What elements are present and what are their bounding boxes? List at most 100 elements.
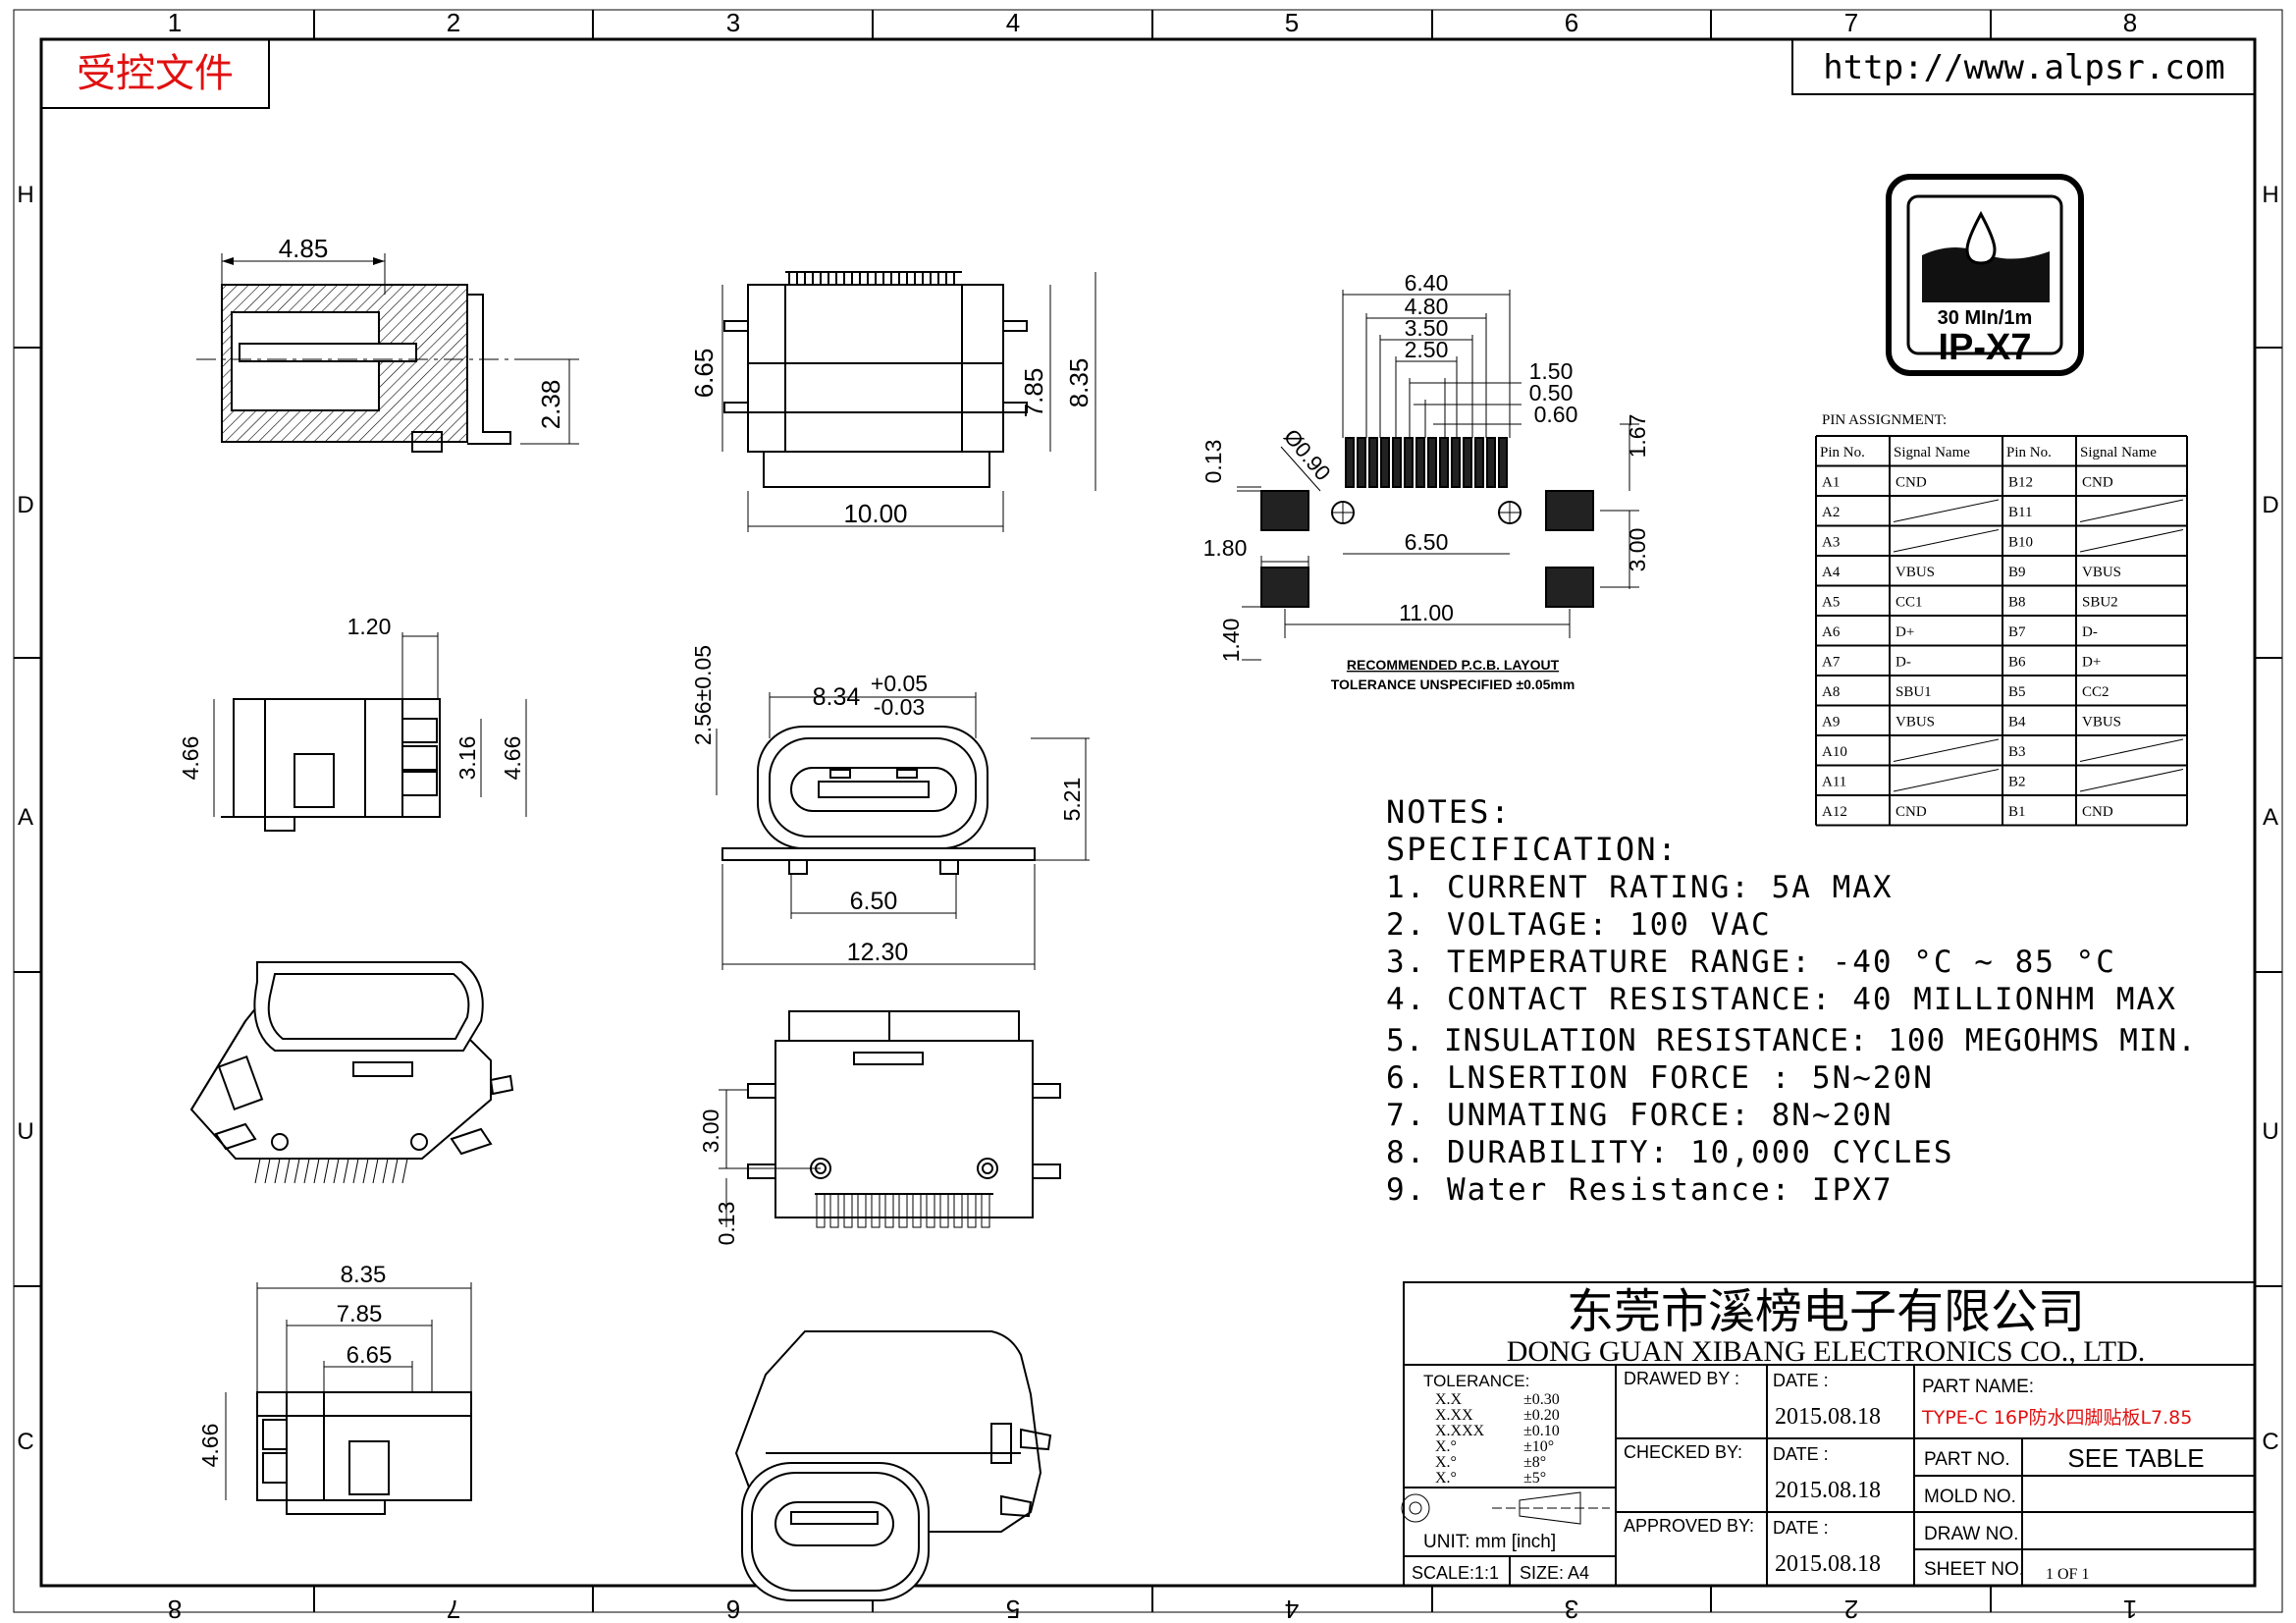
zone-top-2: 2 bbox=[447, 8, 460, 37]
tol-left-1: X.X bbox=[1435, 1391, 1463, 1408]
pin-table-header: Signal Name bbox=[2080, 445, 2157, 460]
pcb-layout-tolerance: TOLERANCE UNSPECIFIED ±0.05mm bbox=[1331, 676, 1575, 692]
tol-right-4: ±10° bbox=[1523, 1438, 1554, 1455]
drawn-by-label: DRAWED BY : bbox=[1624, 1369, 1739, 1388]
tolerance-label: TOLERANCE: bbox=[1423, 1372, 1529, 1390]
tol-left-3: X.XXX bbox=[1435, 1423, 1485, 1439]
zone-right-c: C bbox=[2262, 1429, 2278, 1455]
note-item-9: 9. Water Resistance: IPX7 bbox=[1386, 1172, 1894, 1208]
zone-left-h: H bbox=[17, 182, 33, 208]
pin-table-cell: A8 bbox=[1822, 684, 1840, 700]
dim-side-bottom-6.65: 6.65 bbox=[347, 1342, 393, 1369]
pin-table-cell: A3 bbox=[1822, 535, 1840, 551]
pcb-mount-pad-tl bbox=[1260, 490, 1309, 531]
pin-table-header: Signal Name bbox=[1894, 445, 1970, 460]
dim-mouth-5.21: 5.21 bbox=[1059, 778, 1085, 822]
dim-mouth-tol-minus: -0.03 bbox=[874, 694, 925, 720]
pin-table-cell: B10 bbox=[2008, 535, 2033, 551]
zone-top-5: 5 bbox=[1285, 8, 1299, 37]
pcb-mount-pad-tr bbox=[1545, 490, 1594, 531]
dim-pcb-1.80: 1.80 bbox=[1203, 535, 1248, 561]
dim-mouth-12.30: 12.30 bbox=[847, 939, 909, 966]
sheet-no-label: SHEET NO. bbox=[1924, 1559, 2024, 1580]
dim-front-8.35: 8.35 bbox=[1064, 358, 1094, 408]
url-box bbox=[1791, 38, 2256, 95]
notes-spec: SPECIFICATION: bbox=[1386, 831, 1679, 868]
part-no-value: SEE TABLE bbox=[2067, 1443, 2204, 1473]
pin-table-cell: B3 bbox=[2008, 744, 2026, 760]
pin-table-cell: B6 bbox=[2008, 655, 2026, 671]
mold-no-label: MOLD NO. bbox=[1924, 1487, 2016, 1507]
pcb-layout-view: 6.40 4.80 3.50 2.50 1.50 0.50 0.60 6.50 … bbox=[1201, 270, 1650, 692]
pin-table-cell: B12 bbox=[2008, 475, 2033, 491]
note-item-6: 6. LNSERTION FORCE : 5N~20N bbox=[1386, 1060, 1934, 1096]
checked-by-label: CHECKED BY: bbox=[1624, 1442, 1742, 1462]
dim-pcb-0.60: 0.60 bbox=[1534, 402, 1578, 427]
dim-pcb-3.50: 3.50 bbox=[1405, 315, 1449, 341]
badge-duration: 30 MIn/1m bbox=[1938, 307, 2033, 329]
tol-right-5: ±8° bbox=[1523, 1454, 1546, 1471]
dim-mouth-8.34: 8.34 bbox=[813, 683, 861, 711]
dim-side-bottom-4.66: 4.66 bbox=[197, 1424, 223, 1468]
date-label-1: DATE : bbox=[1773, 1371, 1829, 1390]
part-name-value: TYPE-C 16P防水四脚贴板L7.85 bbox=[1921, 1407, 2192, 1429]
pin-table-header: Pin No. bbox=[1820, 445, 1865, 460]
unit-label: UNIT: mm [inch] bbox=[1423, 1532, 1556, 1552]
stamp-text: 受控文件 bbox=[77, 51, 234, 96]
pin-table-cell: CC2 bbox=[2082, 684, 2109, 700]
dim-pcb-0.50: 0.50 bbox=[1529, 380, 1574, 406]
ipx7-badge: 30 MIn/1m IP-X7 bbox=[1886, 174, 2084, 376]
pin-table-cell: B1 bbox=[2008, 804, 2026, 820]
pin-table-cell: CND bbox=[2082, 804, 2113, 820]
note-item-7: 7. UNMATING FORCE: 8N~20N bbox=[1386, 1098, 1894, 1133]
pcb-mount-pad-br bbox=[1545, 567, 1594, 608]
pin-table-cell: CND bbox=[1896, 475, 1927, 491]
tol-left-6: X.° bbox=[1435, 1470, 1457, 1487]
zone-left-d: D bbox=[17, 492, 33, 518]
title-block: 东莞市溪榜电子有限公司 DONG GUAN XIBANG ELECTRONICS… bbox=[1401, 1281, 2256, 1587]
zone-bottom-2: 2 bbox=[1844, 1595, 1858, 1623]
pin-table-cell: B4 bbox=[2008, 715, 2026, 730]
zone-bottom-1: 1 bbox=[2123, 1595, 2137, 1623]
dim-pcb-4.80: 4.80 bbox=[1405, 294, 1449, 319]
pin-table-cell: A5 bbox=[1822, 595, 1840, 611]
note-item-2: 2. VOLTAGE: 100 VAC bbox=[1386, 907, 1772, 943]
pin-table-cell: VBUS bbox=[1896, 565, 1935, 580]
dim-side-mid-3.16: 3.16 bbox=[454, 736, 480, 781]
dim-side-mid-4.66-right: 4.66 bbox=[500, 736, 525, 781]
dim-bottom-3.00: 3.00 bbox=[698, 1109, 723, 1154]
zone-bottom-6: 6 bbox=[726, 1595, 740, 1623]
tol-right-6: ±5° bbox=[1523, 1470, 1546, 1487]
zone-top-7: 7 bbox=[1844, 8, 1858, 37]
zone-top-6: 6 bbox=[1565, 8, 1578, 37]
bottom-view: 3.00 0.13 bbox=[698, 1010, 1061, 1246]
zone-right-a: A bbox=[2263, 804, 2278, 831]
tol-right-1: ±0.30 bbox=[1523, 1391, 1560, 1408]
dim-pcb-1.50: 1.50 bbox=[1529, 358, 1574, 384]
tol-left-4: X.° bbox=[1435, 1438, 1457, 1455]
notes-block: NOTES: SPECIFICATION: 1. CURRENT RATING:… bbox=[1386, 793, 2196, 1208]
scale-label: SCALE:1:1 bbox=[1412, 1563, 1499, 1583]
pin-table-cell: A11 bbox=[1822, 775, 1846, 790]
front-top-view: 10.00 6.65 7.85 8.35 bbox=[689, 271, 1096, 532]
pin-table-cell: B7 bbox=[2008, 624, 2026, 640]
pin-table-cell: SBU1 bbox=[1896, 684, 1932, 700]
notes-title: NOTES: bbox=[1386, 793, 1512, 831]
pin-table-header: Pin No. bbox=[2006, 445, 2052, 460]
dim-side-top-2.38: 2.38 bbox=[536, 380, 565, 430]
zone-right-u: U bbox=[2262, 1118, 2278, 1145]
dim-bottom-0.13: 0.13 bbox=[714, 1202, 739, 1246]
zone-left-u: U bbox=[17, 1118, 33, 1145]
isometric-view-top bbox=[189, 961, 514, 1184]
pin-table-cell: A6 bbox=[1822, 624, 1841, 640]
dim-pcb-6.50: 6.50 bbox=[1405, 529, 1449, 555]
pin-table-cell: D+ bbox=[2082, 655, 2101, 671]
note-item-4: 4. CONTACT RESISTANCE: 40 MILLIONHM MAX bbox=[1386, 982, 2177, 1017]
zone-bottom-3: 3 bbox=[1565, 1595, 1578, 1623]
dim-side-bottom-7.85: 7.85 bbox=[337, 1301, 383, 1327]
zone-top-4: 4 bbox=[1006, 8, 1020, 37]
zone-bottom-4: 4 bbox=[1285, 1595, 1299, 1623]
part-no-label: PART NO. bbox=[1924, 1449, 2010, 1470]
date-value-3: 2015.08.18 bbox=[1775, 1551, 1881, 1577]
